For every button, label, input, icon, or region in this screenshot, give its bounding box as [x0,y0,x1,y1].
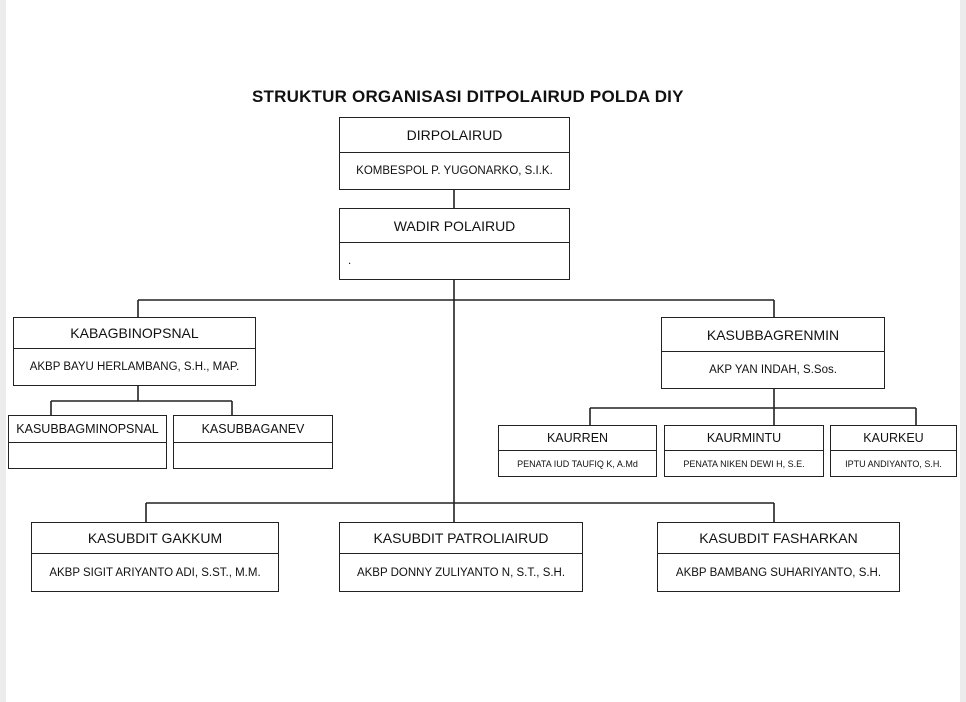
chart-title: STRUKTUR ORGANISASI DITPOLAIRUD POLDA DI… [252,87,684,106]
node-kabagbinopsnal: KABAGBINOPSNAL AKBP BAYU HERLAMBANG, S.H… [13,317,256,386]
node-position: KASUBDIT GAKKUM [32,523,278,554]
node-officer-name: KOMBESPOL P. YUGONARKO, S.I.K. [356,165,553,177]
node-position: KASUBBAGRENMIN [662,318,884,352]
node-officer-name: AKBP SIGIT ARIYANTO ADI, S.ST., M.M. [49,566,261,579]
node-position: KASUBDIT PATROLIAIRUD [340,523,582,554]
node-officer-name: PENATA NIKEN DEWI H, S.E. [683,458,805,469]
node-position: KASUBBAGMINOPSNAL [9,416,166,443]
node-kaurkeu: KAURKEU IPTU ANDIYANTO, S.H. [830,425,957,477]
org-chart-page: STRUKTUR ORGANISASI DITPOLAIRUD POLDA DI… [6,0,960,702]
node-position: KASUBDIT FASHARKAN [658,523,899,554]
node-officer-name: AKP YAN INDAH, S.Sos. [709,364,837,376]
node-kasubbaganev: KASUBBAGANEV [173,415,333,469]
node-position: KABAGBINOPSNAL [14,318,255,349]
node-kasubdit-patroliairud: KASUBDIT PATROLIAIRUD AKBP DONNY ZULIYAN… [339,522,583,592]
node-position: WADIR POLAIRUD [340,209,569,243]
node-officer-name: PENATA IUD TAUFIQ K, A.Md [517,458,638,469]
node-officer-name: AKBP BAYU HERLAMBANG, S.H., MAP. [29,361,240,373]
node-kasubbagminopsnal: KASUBBAGMINOPSNAL [8,415,167,469]
node-position: KASUBBAGANEV [174,416,332,443]
node-position: DIRPOLAIRUD [340,118,569,153]
node-officer-name: AKBP DONNY ZULIYANTO N, S.T., S.H. [356,566,566,579]
node-kaurmintu: KAURMINTU PENATA NIKEN DEWI H, S.E. [664,425,824,477]
connector-lines [50,189,917,523]
node-officer-name: . [348,255,352,267]
node-kaurren: KAURREN PENATA IUD TAUFIQ K, A.Md [498,425,657,477]
node-kasubdit-gakkum: KASUBDIT GAKKUM AKBP SIGIT ARIYANTO ADI,… [31,522,279,592]
node-position: KAURKEU [831,426,956,451]
node-kasubbagrenmin: KASUBBAGRENMIN AKP YAN INDAH, S.Sos. [661,317,885,389]
node-kasubdit-fasharkan: KASUBDIT FASHARKAN AKBP BAMBANG SUHARIYA… [657,522,900,592]
node-position: KAURREN [499,426,656,451]
node-officer-name [174,443,332,468]
node-officer-name [9,443,166,468]
node-officer-name: IPTU ANDIYANTO, S.H. [845,458,942,469]
node-position: KAURMINTU [665,426,823,451]
node-dirpolairud: DIRPOLAIRUD KOMBESPOL P. YUGONARKO, S.I.… [339,117,570,190]
node-officer-name: AKBP BAMBANG SUHARIYANTO, S.H. [675,566,882,579]
node-wadir-polairud: WADIR POLAIRUD . [339,208,570,280]
